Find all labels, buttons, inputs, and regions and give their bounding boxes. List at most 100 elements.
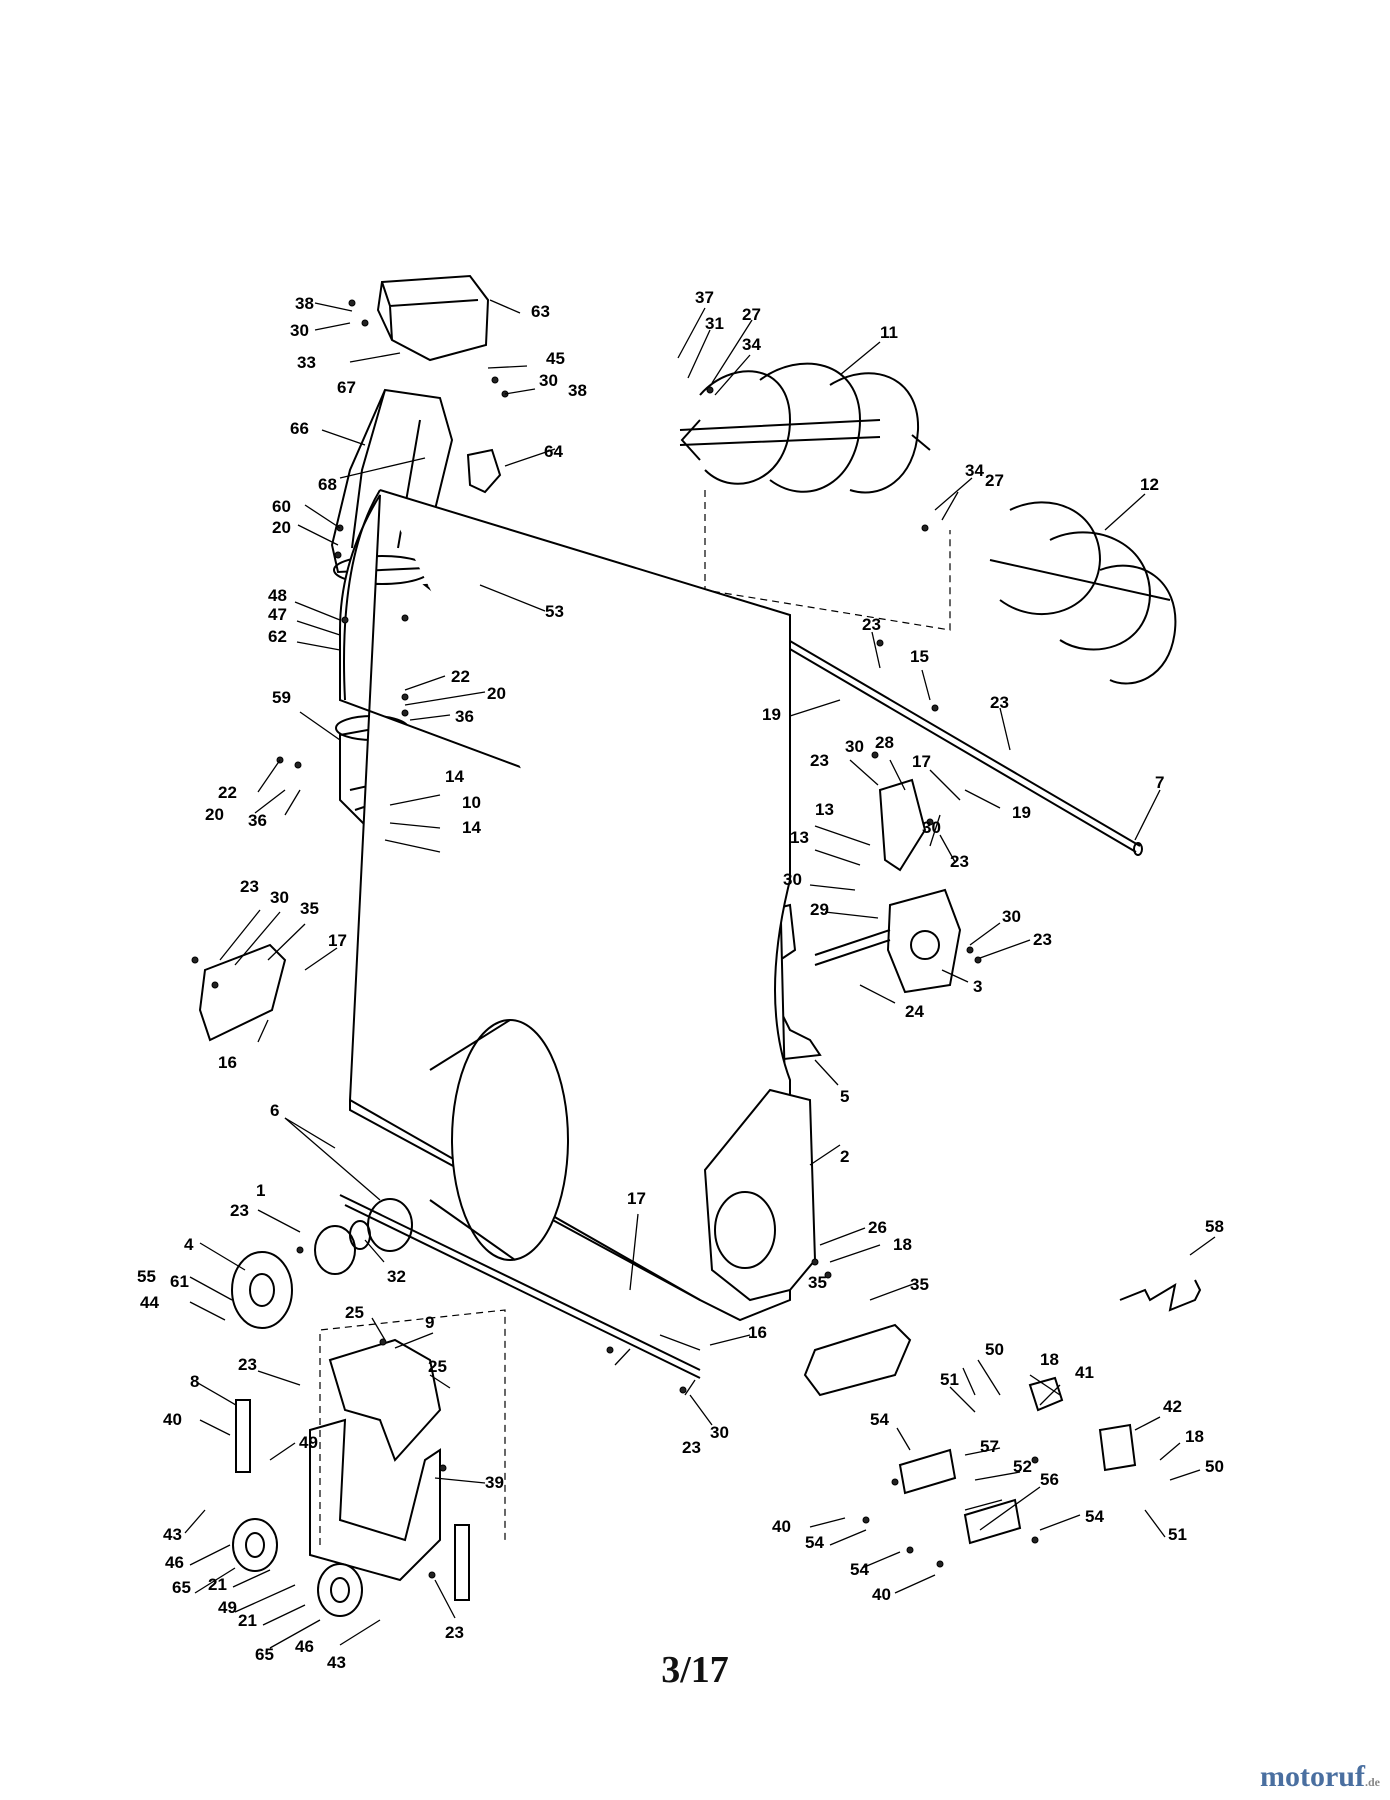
bearing-flange xyxy=(314,1198,413,1275)
callout: 8 xyxy=(190,1372,199,1391)
callout: 42 xyxy=(1163,1397,1182,1416)
page-number: 3/17 xyxy=(661,1649,729,1691)
callout: 54 xyxy=(870,1410,889,1429)
callout: 23 xyxy=(990,693,1009,712)
callout: 13 xyxy=(790,828,809,847)
callout: 18 xyxy=(1040,1350,1059,1369)
callout: 17 xyxy=(627,1189,646,1208)
callout: 23 xyxy=(1033,930,1052,949)
scraper-rod xyxy=(339,1194,701,1379)
latch-bracket xyxy=(1098,1423,1137,1472)
callout: 61 xyxy=(170,1272,189,1291)
callout: 55 xyxy=(137,1267,156,1286)
callout: 29 xyxy=(810,900,829,919)
callout: 45 xyxy=(546,349,565,368)
gear-mount-plate xyxy=(878,778,927,872)
callout: 63 xyxy=(531,302,550,321)
handle-rod xyxy=(1119,1279,1202,1312)
callout: 53 xyxy=(545,602,564,621)
callout: 11 xyxy=(880,323,898,342)
callout: 35 xyxy=(808,1273,827,1292)
callout: 23 xyxy=(240,877,259,896)
mounting-strap-right xyxy=(454,1524,470,1601)
callout: 2 xyxy=(840,1147,849,1166)
callout: 22 xyxy=(451,667,470,686)
callout: 16 xyxy=(218,1053,237,1072)
callout: 17 xyxy=(912,752,931,771)
callout: 1 xyxy=(256,1181,265,1200)
callout: 52 xyxy=(1013,1457,1032,1476)
callout: 44 xyxy=(140,1293,159,1312)
lever-plate-upper xyxy=(898,1448,957,1495)
leader-lines xyxy=(184,299,1216,1649)
callout: 21 xyxy=(238,1611,257,1630)
callout: 58 xyxy=(1205,1217,1224,1236)
callout: 54 xyxy=(805,1533,824,1552)
auger-housing xyxy=(339,489,817,1322)
callout: 20 xyxy=(487,684,506,703)
callout: 28 xyxy=(875,733,894,752)
gear-box xyxy=(814,888,962,994)
callout: 19 xyxy=(762,705,781,724)
callout-labels: 38 30 33 67 63 45 30 38 66 68 64 60 20 5… xyxy=(137,288,1224,1672)
callout: 39 xyxy=(485,1473,504,1492)
chute-pivot-bracket xyxy=(466,448,502,494)
callout: 23 xyxy=(238,1355,257,1374)
callout: 30 xyxy=(539,371,558,390)
callout: 30 xyxy=(783,870,802,889)
callout: 22 xyxy=(218,783,237,802)
callout: 51 xyxy=(1168,1525,1187,1544)
callout: 21 xyxy=(208,1575,227,1594)
callout: 68 xyxy=(318,475,337,494)
callout: 34 xyxy=(965,461,984,480)
callout: 23 xyxy=(682,1438,701,1457)
belt-cover xyxy=(328,1338,442,1462)
callout: 24 xyxy=(905,1002,924,1021)
callout: 31 xyxy=(705,314,724,333)
callout: 19 xyxy=(1012,803,1031,822)
callout: 41 xyxy=(1075,1363,1094,1382)
skid-shoe-right xyxy=(803,1323,912,1397)
callout: 36 xyxy=(248,811,267,830)
callout: 56 xyxy=(1040,1470,1059,1489)
callout: 18 xyxy=(893,1235,912,1254)
callout: 67 xyxy=(337,378,356,397)
pivot-plate xyxy=(1028,1376,1064,1412)
callout: 23 xyxy=(950,852,969,871)
frame-bracket xyxy=(309,1418,441,1582)
auger-left xyxy=(679,362,931,494)
callout: 23 xyxy=(862,615,881,634)
callout: 64 xyxy=(544,442,563,461)
callout: 5 xyxy=(840,1087,849,1106)
callout: 14 xyxy=(462,818,481,837)
callout: 14 xyxy=(445,767,464,786)
callout: 62 xyxy=(268,627,287,646)
callout: 33 xyxy=(297,353,316,372)
callout: 43 xyxy=(327,1653,346,1672)
watermark-tld: .de xyxy=(1365,1775,1380,1789)
callout: 34 xyxy=(742,335,761,354)
callout: 57 xyxy=(980,1437,999,1456)
callout: 30 xyxy=(710,1423,729,1442)
callout: 46 xyxy=(295,1637,314,1656)
callout: 30 xyxy=(290,321,309,340)
callout: 3 xyxy=(973,977,982,996)
callout: 23 xyxy=(230,1201,249,1220)
drive-pulley xyxy=(231,1251,293,1329)
callout: 60 xyxy=(272,497,291,516)
callout: 50 xyxy=(1205,1457,1224,1476)
callout: 40 xyxy=(872,1585,891,1604)
callout: 36 xyxy=(455,707,474,726)
callout: 27 xyxy=(985,471,1004,490)
hardware xyxy=(191,299,1039,1579)
callout: 40 xyxy=(163,1410,182,1429)
callout: 30 xyxy=(1002,907,1021,926)
callout: 27 xyxy=(742,305,761,324)
callout: 35 xyxy=(300,899,319,918)
skid-shoe-left xyxy=(198,943,287,1042)
belt-guide-dashed xyxy=(319,1309,506,1545)
callout: 15 xyxy=(910,647,929,666)
callout: 20 xyxy=(205,805,224,824)
callout: 12 xyxy=(1140,475,1159,494)
